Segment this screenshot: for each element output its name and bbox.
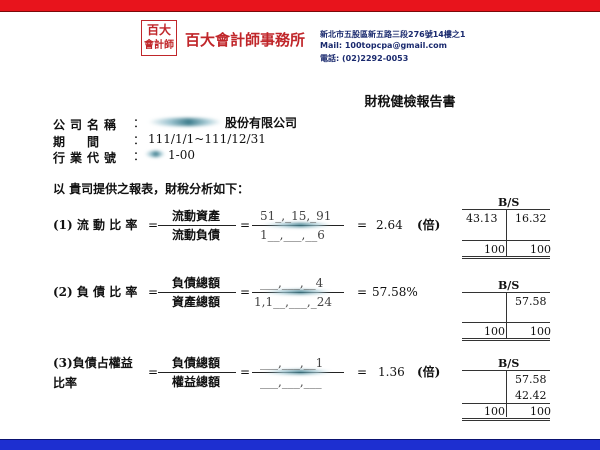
equals: = — [240, 218, 251, 232]
equals: = — [148, 218, 159, 232]
bs-cell: 42.42 — [515, 389, 547, 402]
equals: = — [148, 365, 159, 379]
ratio3-label-line1: (3)負債占權益 — [53, 356, 133, 370]
redaction-blur — [262, 223, 332, 227]
bs-total: 100 — [530, 405, 551, 418]
address: 新北市五股區新五路三段276號14樓之1 — [320, 30, 466, 39]
bs-total: 100 — [484, 243, 505, 256]
bs-total: 100 — [530, 243, 551, 256]
firm-seal-logo: 百大會計師 — [141, 20, 177, 56]
redaction-blur — [145, 151, 165, 157]
bs-title: B/S — [498, 196, 520, 209]
intro-text: 以 貴司提供之報表，財稅分析如下： — [53, 182, 250, 196]
colon: ： — [133, 116, 146, 130]
ratio1-unit: (倍) — [417, 218, 441, 232]
ratio3-unit: (倍) — [417, 365, 441, 379]
ratio3-num-value: ___,___,__1 — [260, 356, 324, 370]
fraction-line — [158, 292, 236, 293]
ratio1-den-label: 流動負債 — [172, 228, 221, 242]
table-rule — [462, 322, 550, 323]
table-rule — [462, 240, 550, 241]
ratio1-num-value: 51_,_15,_91 — [260, 209, 332, 223]
ratio3-num-label: 負債總額 — [172, 356, 221, 370]
ratio2-den-value: 1,1__,___,_24 — [254, 295, 332, 309]
double-rule — [462, 418, 550, 421]
table-divider — [506, 209, 507, 256]
ratio2-result: 57.58% — [372, 285, 418, 299]
ratio2-label: (2) 負 債 比 率 — [53, 285, 138, 299]
equals: = — [357, 218, 368, 232]
double-rule — [462, 256, 550, 259]
ratio3-result: 1.36 — [378, 365, 405, 379]
equals: = — [240, 365, 251, 379]
phone: 電話: (02)2292-0053 — [320, 54, 409, 63]
bs-total: 100 — [530, 325, 551, 338]
bs-total: 100 — [484, 405, 505, 418]
bs-title: B/S — [498, 279, 520, 292]
bs-total: 100 — [484, 325, 505, 338]
bs-cell: 57.58 — [515, 373, 547, 386]
top-color-bar — [0, 0, 600, 12]
fraction-line — [158, 372, 236, 373]
ratio1-label: (1) 流 動 比 率 — [53, 218, 138, 232]
company-name: 股份有限公司 — [225, 116, 298, 130]
colon: ： — [133, 149, 146, 163]
table-divider — [506, 292, 507, 339]
table-divider — [506, 370, 507, 417]
double-rule — [462, 338, 550, 341]
fraction-line — [158, 225, 236, 226]
ratio3-den-label: 權益總額 — [172, 375, 221, 389]
report-title: 財稅健檢報告書 — [364, 95, 456, 110]
ratio1-result: 2.64 — [376, 218, 403, 232]
table-rule — [462, 403, 550, 404]
equals: = — [357, 365, 368, 379]
redaction-blur — [262, 370, 332, 374]
field-label-industry: 行業代號 — [53, 151, 122, 165]
equals: = — [148, 285, 159, 299]
industry-code: 1-00 — [168, 148, 195, 162]
seal-text-2: 會計師 — [144, 40, 174, 51]
mail: Mail: 100topcpa@gmail.com — [320, 41, 447, 50]
ratio1-den-value: 1__,___,__6 — [260, 228, 325, 242]
ratio1-num-label: 流動資產 — [172, 209, 221, 223]
ratio3-label-line2: 比率 — [53, 376, 78, 390]
bs-cell: 57.58 — [515, 295, 547, 308]
colon: ： — [133, 133, 146, 147]
ratio2-den-label: 資產總額 — [172, 295, 221, 309]
bs-cell: 16.32 — [515, 212, 547, 225]
bs-cell: 43.13 — [466, 212, 498, 225]
firm-name: 百大會計師事務所 — [185, 31, 306, 49]
redaction-blur — [148, 118, 222, 126]
field-label-company: 公司名稱 — [53, 118, 122, 132]
ratio3-den-value: ___,___,___ — [260, 375, 322, 389]
equals: = — [357, 285, 368, 299]
bottom-color-bar — [0, 439, 600, 450]
ratio2-num-label: 負債總額 — [172, 276, 221, 290]
bs-title: B/S — [498, 357, 520, 370]
equals: = — [240, 285, 251, 299]
seal-text-1: 百大 — [146, 23, 171, 37]
ratio2-num-value: ___,___,__4 — [260, 276, 324, 290]
field-label-period: 期 間 — [53, 135, 105, 149]
period: 111/1/1~111/12/31 — [148, 132, 266, 146]
redaction-blur — [262, 290, 332, 294]
